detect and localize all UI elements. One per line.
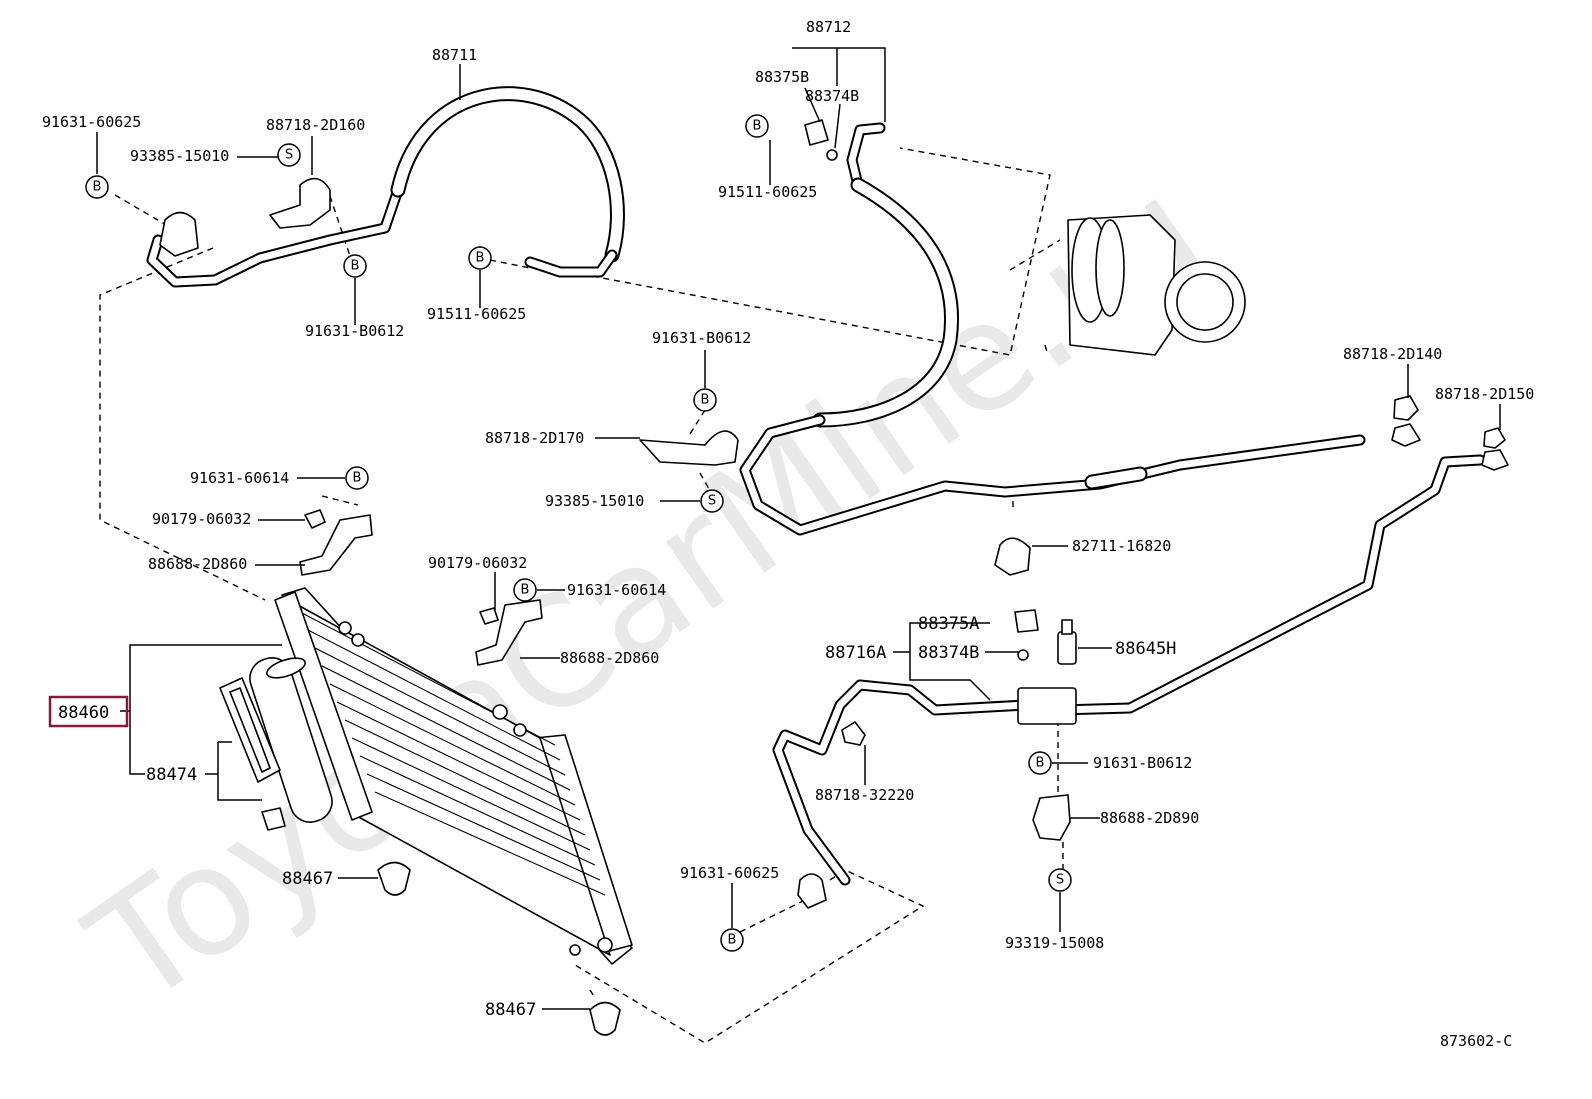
bolt-marker: B <box>343 254 367 278</box>
label-93385-15010-top[interactable]: 93385-15010 <box>130 147 229 165</box>
svg-text:B: B <box>753 119 762 134</box>
bolt-marker: B <box>745 114 769 138</box>
clamp-88718-32220 <box>841 721 866 746</box>
svg-text:B: B <box>93 180 102 195</box>
clamp-88718-2D170 <box>639 430 739 466</box>
svg-text:B: B <box>1036 756 1045 771</box>
label-91511-60625-top[interactable]: 91511-60625 <box>718 183 817 201</box>
svg-text:S: S <box>285 148 293 163</box>
cap-88375B <box>804 119 829 146</box>
label-88718-2D160[interactable]: 88718-2D160 <box>266 116 365 134</box>
liquid-tube-88716A <box>772 454 1486 886</box>
label-88718-2D150[interactable]: 88718-2D150 <box>1435 385 1534 403</box>
screw-marker: S <box>1048 868 1072 892</box>
label-88711[interactable]: 88711 <box>432 46 477 64</box>
diagram-code: 873602-C <box>1440 1032 1512 1050</box>
label-82711-16820[interactable]: 82711-16820 <box>1072 537 1171 555</box>
label-90179-06032-left[interactable]: 90179-06032 <box>152 510 251 528</box>
nut-90179-06032-mid <box>479 607 499 625</box>
bolt-marker: B <box>513 578 537 602</box>
label-88460[interactable]: 88460 <box>58 703 109 723</box>
bracket-88688-2D860-left <box>299 514 373 576</box>
svg-text:S: S <box>1056 873 1064 888</box>
svg-text:S: S <box>708 494 716 509</box>
label-91631-60614-left[interactable]: 91631-60614 <box>190 469 289 487</box>
label-88467-upper[interactable]: 88467 <box>282 869 333 889</box>
label-91631-B0612-low[interactable]: 91631-B0612 <box>1093 754 1192 772</box>
bolt-marker: B <box>720 928 744 952</box>
bracket-88688-2D890 <box>1032 794 1071 841</box>
label-88688-2D890[interactable]: 88688-2D890 <box>1100 809 1199 827</box>
label-91631-60625-topleft[interactable]: 91631-60625 <box>42 113 141 131</box>
label-88375B[interactable]: 88375B <box>755 68 809 86</box>
pressure-switch-88645H <box>1057 619 1077 665</box>
discharge-hose-88711 <box>146 86 625 288</box>
cap-88375A <box>1014 609 1039 633</box>
valve-core-88374B-low <box>1017 649 1029 661</box>
label-93385-15010-mid[interactable]: 93385-15010 <box>545 492 644 510</box>
label-88474[interactable]: 88474 <box>146 765 197 785</box>
part-labels: 88711 88712 88375B 88374B 91511-60625 91… <box>42 18 1534 1050</box>
filter-88474 <box>219 677 286 831</box>
screw-marker: S <box>277 143 301 167</box>
suction-hose-88712 <box>739 122 1366 536</box>
label-91511-60625-mid[interactable]: 91511-60625 <box>427 305 526 323</box>
bolt-marker: B <box>1028 751 1052 775</box>
label-93319-15008[interactable]: 93319-15008 <box>1005 934 1104 952</box>
bracket-88688-2D860-mid <box>475 599 543 666</box>
label-88716A[interactable]: 88716A <box>825 643 886 663</box>
circle-markers: B S B B B B S B B B S B <box>85 114 1072 952</box>
clamp-left-upper <box>159 211 199 257</box>
label-91631-B0612-top[interactable]: 91631-B0612 <box>305 322 404 340</box>
label-88718-2D170[interactable]: 88718-2D170 <box>485 429 584 447</box>
bolt-marker: B <box>468 246 492 270</box>
svg-text:B: B <box>728 933 737 948</box>
label-88688-2D860-left[interactable]: 88688-2D860 <box>148 555 247 573</box>
svg-text:B: B <box>476 251 485 266</box>
fitting-88718-2D140 <box>1391 395 1421 447</box>
label-88467-lower[interactable]: 88467 <box>485 1000 536 1020</box>
svg-text:B: B <box>353 471 362 486</box>
cushion-88467-upper <box>377 861 411 896</box>
clamp-82711-16820 <box>994 537 1031 576</box>
label-88688-2D860-mid[interactable]: 88688-2D860 <box>560 649 659 667</box>
fitting-88718-2D150 <box>1481 427 1509 471</box>
block-88716A <box>1017 687 1077 725</box>
label-88645H[interactable]: 88645H <box>1115 639 1176 659</box>
leader-lines <box>96 47 1501 1010</box>
cushion-88467-lower <box>589 1001 621 1036</box>
label-88718-2D140[interactable]: 88718-2D140 <box>1343 345 1442 363</box>
nut-90179-06032-left <box>304 509 326 529</box>
svg-text:B: B <box>521 583 530 598</box>
label-91631-B0612-mid[interactable]: 91631-B0612 <box>652 329 751 347</box>
bolt-marker: B <box>345 466 369 490</box>
bolt-marker: B <box>693 388 717 412</box>
svg-text:B: B <box>351 259 360 274</box>
highlight-box-88460 <box>48 695 129 728</box>
label-88374B-low[interactable]: 88374B <box>918 643 979 663</box>
label-88374B[interactable]: 88374B <box>805 87 859 105</box>
label-88375A[interactable]: 88375A <box>918 614 979 634</box>
clamp-88718-2D160 <box>269 177 331 229</box>
label-91631-60614-mid[interactable]: 91631-60614 <box>567 581 666 599</box>
bolt-marker: B <box>85 175 109 199</box>
label-88712[interactable]: 88712 <box>806 18 851 36</box>
compressor <box>1067 214 1246 356</box>
condenser-88460 <box>274 587 633 965</box>
label-88718-32220[interactable]: 88718-32220 <box>815 786 914 804</box>
screw-marker: S <box>700 489 724 513</box>
label-90179-06032-mid[interactable]: 90179-06032 <box>428 554 527 572</box>
label-91631-60625-low[interactable]: 91631-60625 <box>680 864 779 882</box>
svg-text:B: B <box>701 393 710 408</box>
clamp-91631-60625-low <box>797 873 827 909</box>
valve-core-88374B <box>826 149 838 161</box>
